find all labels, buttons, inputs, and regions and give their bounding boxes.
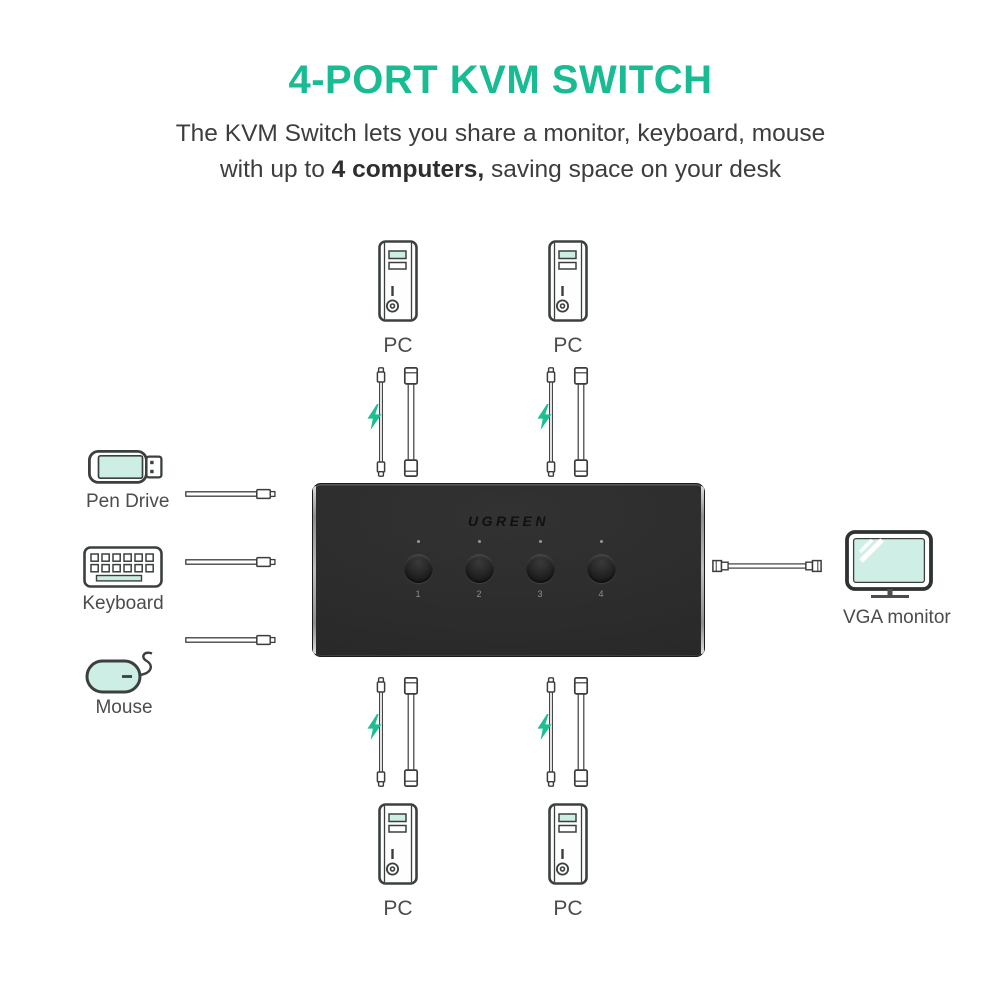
- cable-pair-bottom-right: [544, 677, 590, 787]
- page-title: 4-PORT KVM SWITCH: [288, 58, 713, 102]
- port-knob-button: [403, 554, 433, 583]
- pc-tower-icon: [378, 803, 418, 885]
- pc-tower-icon: [378, 240, 418, 322]
- pc-top-right: PC: [538, 240, 598, 358]
- pc-top-left: PC: [368, 240, 428, 358]
- pen-drive-icon: [88, 448, 166, 486]
- pc-label: PC: [383, 897, 413, 920]
- vga-cable-icon: [712, 558, 822, 574]
- lightning-bolt-icon: [366, 404, 383, 430]
- mouse-label: Mouse: [95, 697, 153, 718]
- subtitle-line1: The KVM Switch lets you share a monitor,…: [175, 120, 826, 147]
- pc-bottom-right: PC: [538, 803, 598, 921]
- pc-label: PC: [553, 334, 583, 357]
- port-button-3: 3: [518, 540, 562, 599]
- pen-drive-label: Pen Drive: [86, 491, 170, 512]
- port-number: 1: [415, 589, 421, 599]
- port-knob-button: [464, 554, 494, 583]
- lightning-bolt-icon: [536, 404, 553, 430]
- port-button-4: 4: [579, 540, 623, 599]
- cable-pair-bottom-left: [374, 677, 420, 787]
- subtitle-line2-suffix: saving space on your desk: [484, 156, 782, 183]
- keyboard-icon: [83, 546, 163, 588]
- cable-pair-top-right: [544, 367, 590, 477]
- usb-cable-icon: [402, 677, 420, 787]
- mouse-icon: [85, 648, 163, 696]
- usb-cable-icon: [402, 367, 420, 477]
- port-knob-button: [525, 554, 555, 583]
- lightning-bolt-icon: [536, 714, 553, 740]
- port-number: 4: [598, 589, 604, 599]
- subtitle-line2: with up to 4 computers, saving space on …: [220, 156, 781, 183]
- port-led-icon: [599, 540, 603, 543]
- keyboard-label: Keyboard: [82, 593, 164, 614]
- usb-plug-cable-icon: [185, 633, 287, 647]
- brand-logo: UGREEN: [468, 513, 549, 529]
- pc-tower-icon: [548, 803, 588, 885]
- pc-bottom-left: PC: [368, 803, 428, 921]
- port-button-1: 1: [396, 540, 440, 599]
- subtitle-line2-prefix: with up to: [219, 156, 332, 183]
- port-number: 3: [537, 589, 543, 599]
- usb-cable-icon: [572, 367, 590, 477]
- pc-label: PC: [553, 897, 583, 920]
- port-led-icon: [538, 540, 542, 543]
- kvm-switch-device: UGREEN 1 2 3 4: [312, 483, 705, 657]
- usb-plug-cable-icon: [185, 555, 287, 569]
- subtitle-line2-bold: 4 computers,: [331, 156, 485, 183]
- port-number: 2: [476, 589, 482, 599]
- port-knob-button: [586, 554, 616, 583]
- usb-plug-cable-icon: [185, 487, 287, 501]
- vga-monitor-icon: [845, 530, 935, 600]
- port-led-icon: [416, 540, 420, 543]
- port-button-2: 2: [457, 540, 501, 599]
- subtitle: The KVM Switch lets you share a monitor,…: [0, 116, 1001, 188]
- port-led-icon: [477, 540, 481, 543]
- monitor-group: VGA monitor: [843, 530, 951, 629]
- lightning-bolt-icon: [366, 714, 383, 740]
- pc-label: PC: [383, 334, 413, 357]
- pen-drive-group: Pen Drive: [86, 448, 170, 513]
- pc-tower-icon: [548, 240, 588, 322]
- cable-pair-top-left: [374, 367, 420, 477]
- mouse-group: Mouse: [84, 648, 164, 719]
- keyboard-group: Keyboard: [81, 546, 165, 615]
- usb-cable-icon: [572, 677, 590, 787]
- monitor-label: VGA monitor: [843, 607, 951, 628]
